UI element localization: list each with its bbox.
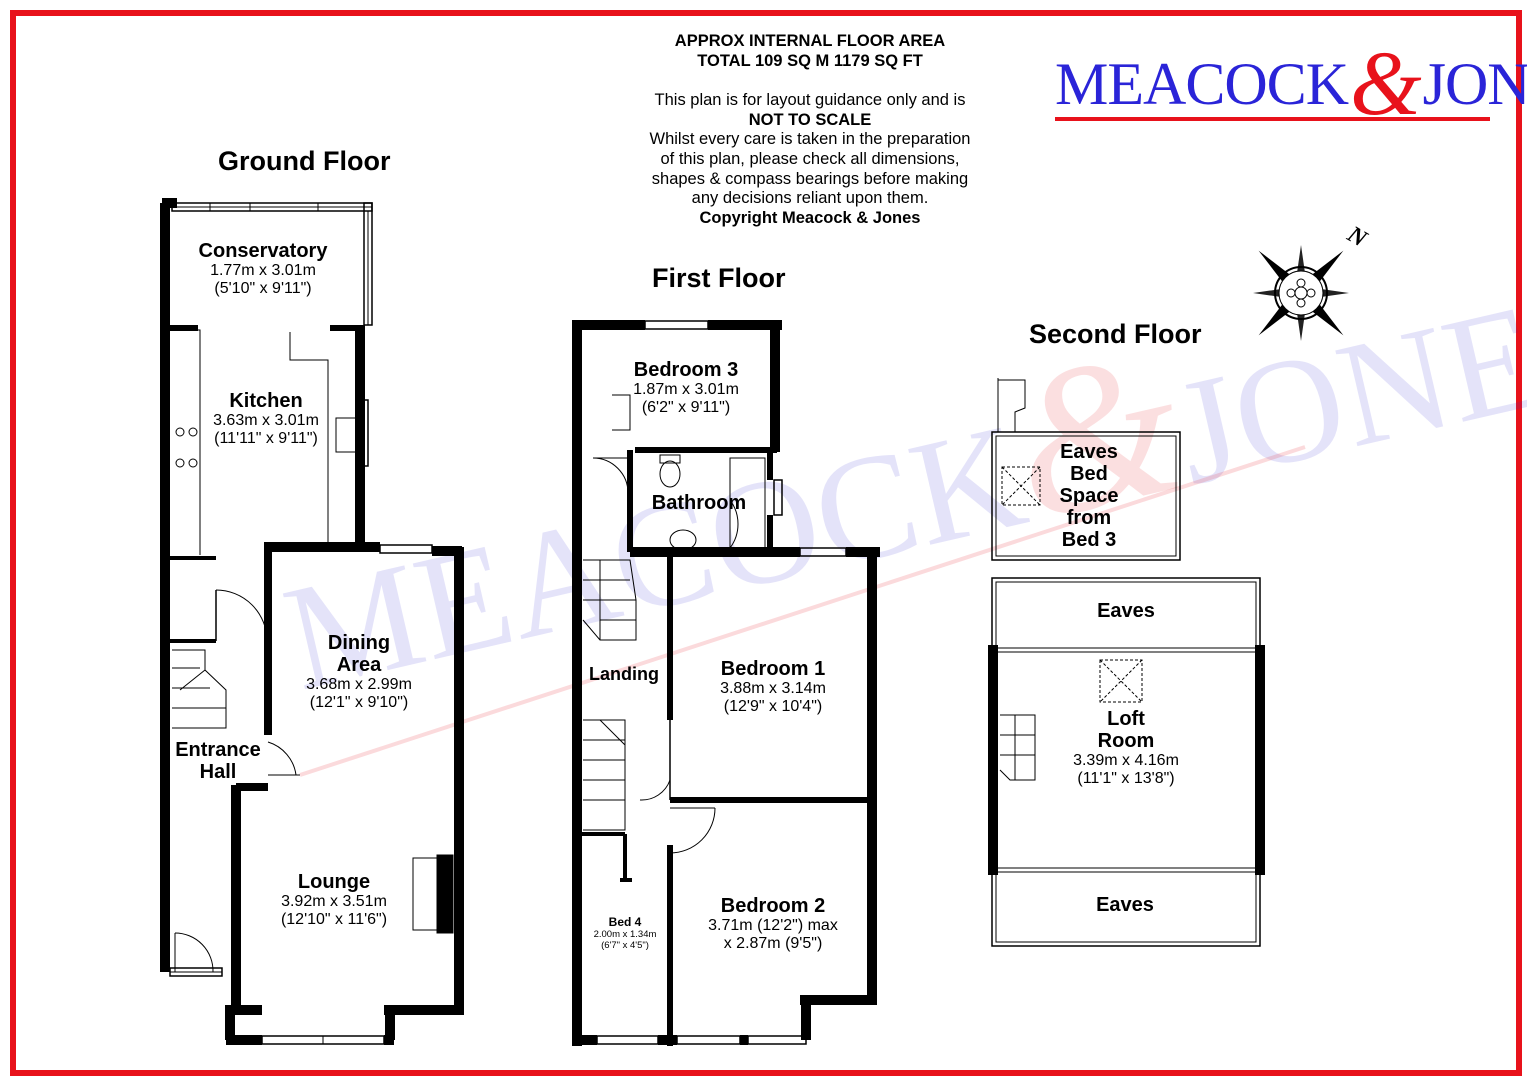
room-eaves-top: Eaves — [1097, 600, 1155, 622]
room-kitchen: Kitchen 3.63m x 3.01m (11'11" x 9'11") — [213, 390, 319, 447]
area-line-1: APPROX INTERNAL FLOOR AREA — [674, 32, 946, 50]
room-lounge: Lounge 3.92m x 3.51m (12'10" x 11'6") — [280, 871, 388, 928]
room-entrance-hall: Entrance Hall — [175, 739, 261, 783]
room-bedroom-2: Bedroom 2 3.71m (12'2") max x 2.87m (9'5… — [708, 895, 838, 952]
ground-floor-plan — [160, 198, 464, 1045]
room-bed-4: Bed 4 2.00m x 1.34m (6'7" x 4'5") — [593, 915, 657, 951]
disclaimer-5: shapes & compass bearings before making — [651, 169, 969, 188]
room-bedroom-1: Bedroom 1 3.88m x 3.14m (12'9" x 10'4") — [720, 658, 826, 715]
disclaimer-6: any decisions reliant upon them. — [691, 189, 929, 208]
second-floor-plan — [988, 378, 1265, 947]
brand-logo: MEACOCK&JONES — [1055, 32, 1527, 134]
disclaimer-3: Whilst every care is taken in the prepar… — [649, 130, 971, 149]
room-bathroom: Bathroom — [651, 492, 747, 514]
room-landing: Landing — [589, 664, 659, 684]
ground-floor-title: Ground Floor — [218, 146, 391, 176]
first-floor-plan — [572, 320, 880, 1046]
disclaimer-4: of this plan, please check all dimension… — [660, 149, 960, 168]
room-conservatory: Conservatory 1.77m x 3.01m (5'10" x 9'11… — [198, 240, 328, 297]
page-border — [10, 10, 1522, 1076]
room-eaves-bottom: Eaves — [1096, 894, 1154, 916]
header-notes: APPROX INTERNAL FLOOR AREA TOTAL 109 SQ … — [610, 32, 1010, 228]
room-eaves-bed-space: Eaves Bed Space from Bed 3 — [1059, 441, 1119, 551]
room-bedroom-3: Bedroom 3 1.87m x 3.01m (6'2" x 9'11") — [633, 359, 739, 416]
area-line-2: TOTAL 109 SQ M 1179 SQ FT — [697, 51, 923, 70]
disclaimer-1: This plan is for layout guidance only an… — [654, 91, 966, 110]
room-loft: Loft Room 3.39m x 4.16m (11'1" x 13'8") — [1073, 708, 1179, 787]
first-floor-title: First Floor — [652, 263, 786, 293]
copyright: Copyright Meacock & Jones — [699, 208, 921, 227]
disclaimer-2: NOT TO SCALE — [748, 110, 872, 129]
second-floor-title: Second Floor — [1029, 319, 1202, 349]
room-dining-area: Dining Area 3.68m x 2.99m (12'1" x 9'10"… — [306, 632, 412, 711]
